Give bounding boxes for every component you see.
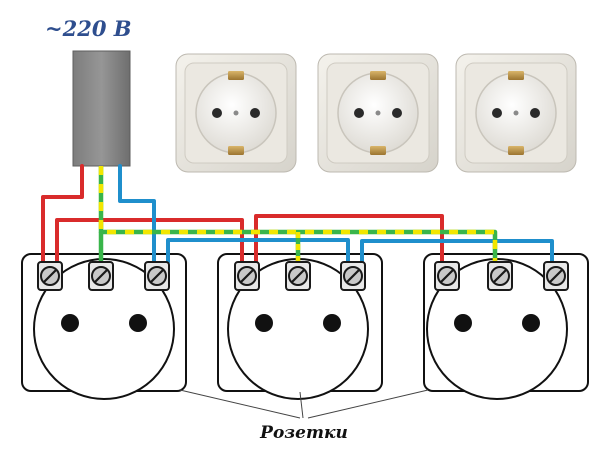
socket-photo-3 [455,53,577,173]
contact-hole-icon [454,314,472,332]
contact-hole-icon [129,314,147,332]
neutral-wire [166,238,350,264]
screw-terminal-icon [433,260,461,292]
screw-terminal-icon [542,260,570,292]
screw-terminal-icon [339,260,367,292]
terminals-socket-1 [36,260,171,292]
terminals-socket-2 [233,260,367,292]
screw-terminal-icon [233,260,261,292]
neutral-wire [360,239,554,264]
supply-voltage-label: ~220 В [45,16,132,41]
screw-terminal-icon [486,260,514,292]
caption-leader-line [307,389,429,419]
socket-photo-2 [317,53,439,173]
phase-wire [41,164,84,264]
screw-terminal-icon [284,260,312,292]
caption-leader-line [179,389,301,419]
contact-hole-icon [522,314,540,332]
earth-wire-stripe [98,166,498,262]
power-supply-box [72,50,131,167]
screw-terminal-icon [87,260,115,292]
screw-terminal-icon [36,260,64,292]
contact-hole-icon [255,314,273,332]
sockets-caption: Розетки [259,423,348,443]
neutral-wire [118,164,156,264]
contact-hole-icon [323,314,341,332]
caption-leader-line [299,391,304,419]
screw-terminal-icon [143,260,171,292]
socket-photo-1 [175,53,297,173]
contact-hole-icon [61,314,79,332]
terminals-socket-3 [433,260,570,292]
